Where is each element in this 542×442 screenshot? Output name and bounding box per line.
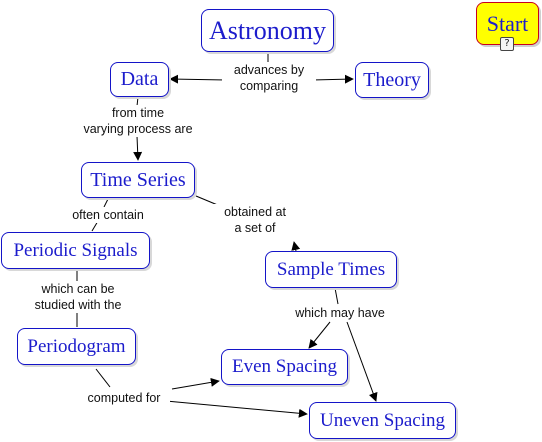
link-line: often contain <box>72 208 144 222</box>
link-advances-by-comparing: advances by comparing <box>222 62 316 94</box>
node-periodic-signals[interactable]: Periodic Signals <box>1 232 150 269</box>
help-icon[interactable]: ? <box>500 37 514 51</box>
node-data[interactable]: Data <box>110 62 169 97</box>
link-line: which may have <box>295 306 385 320</box>
edge-sampletimes-to-obtained <box>291 241 301 252</box>
node-sample-times[interactable]: Sample Times <box>265 251 397 288</box>
link-line: varying process are <box>83 122 193 136</box>
edge-link-to-data <box>169 74 227 84</box>
node-astronomy[interactable]: Astronomy <box>201 9 334 52</box>
edge-data-to-link <box>136 96 139 107</box>
link-line: comparing <box>239 79 299 93</box>
node-even-spacing[interactable]: Even Spacing <box>221 349 348 385</box>
link-line: which can be <box>41 282 115 296</box>
link-often-contain: often contain <box>61 207 155 223</box>
edge-link-to-even <box>308 321 331 349</box>
edge-link-to-timeseries <box>133 135 143 161</box>
link-from-time-varying: from time varying process are <box>74 105 202 137</box>
edge-computed-to-even <box>171 377 220 390</box>
link-line: obtained at <box>224 205 286 219</box>
link-obtained-at: obtained at a set of <box>211 204 299 236</box>
link-line: from time <box>111 106 165 120</box>
node-theory[interactable]: Theory <box>355 62 429 98</box>
link-line: studied with the <box>34 298 122 312</box>
edge-link-to-theory <box>311 74 354 84</box>
link-line: computed for <box>87 391 161 405</box>
node-time-series[interactable]: Time Series <box>81 162 195 198</box>
link-line: advances by <box>233 63 305 77</box>
link-computed-for: computed for <box>78 390 170 406</box>
edge-link-to-uneven <box>346 321 378 402</box>
link-studied-with: which can be studied with the <box>22 281 134 313</box>
node-uneven-spacing[interactable]: Uneven Spacing <box>309 402 456 439</box>
edge-computed-to-uneven <box>165 400 308 418</box>
node-periodogram[interactable]: Periodogram <box>17 328 136 365</box>
edge-sampletimes-to-link <box>334 287 339 305</box>
link-line: a set of <box>234 221 276 235</box>
edge-timeseries-to-oftencontain <box>103 198 109 208</box>
edge-periodogram-to-computed <box>95 368 111 388</box>
link-which-may-have: which may have <box>288 305 392 321</box>
